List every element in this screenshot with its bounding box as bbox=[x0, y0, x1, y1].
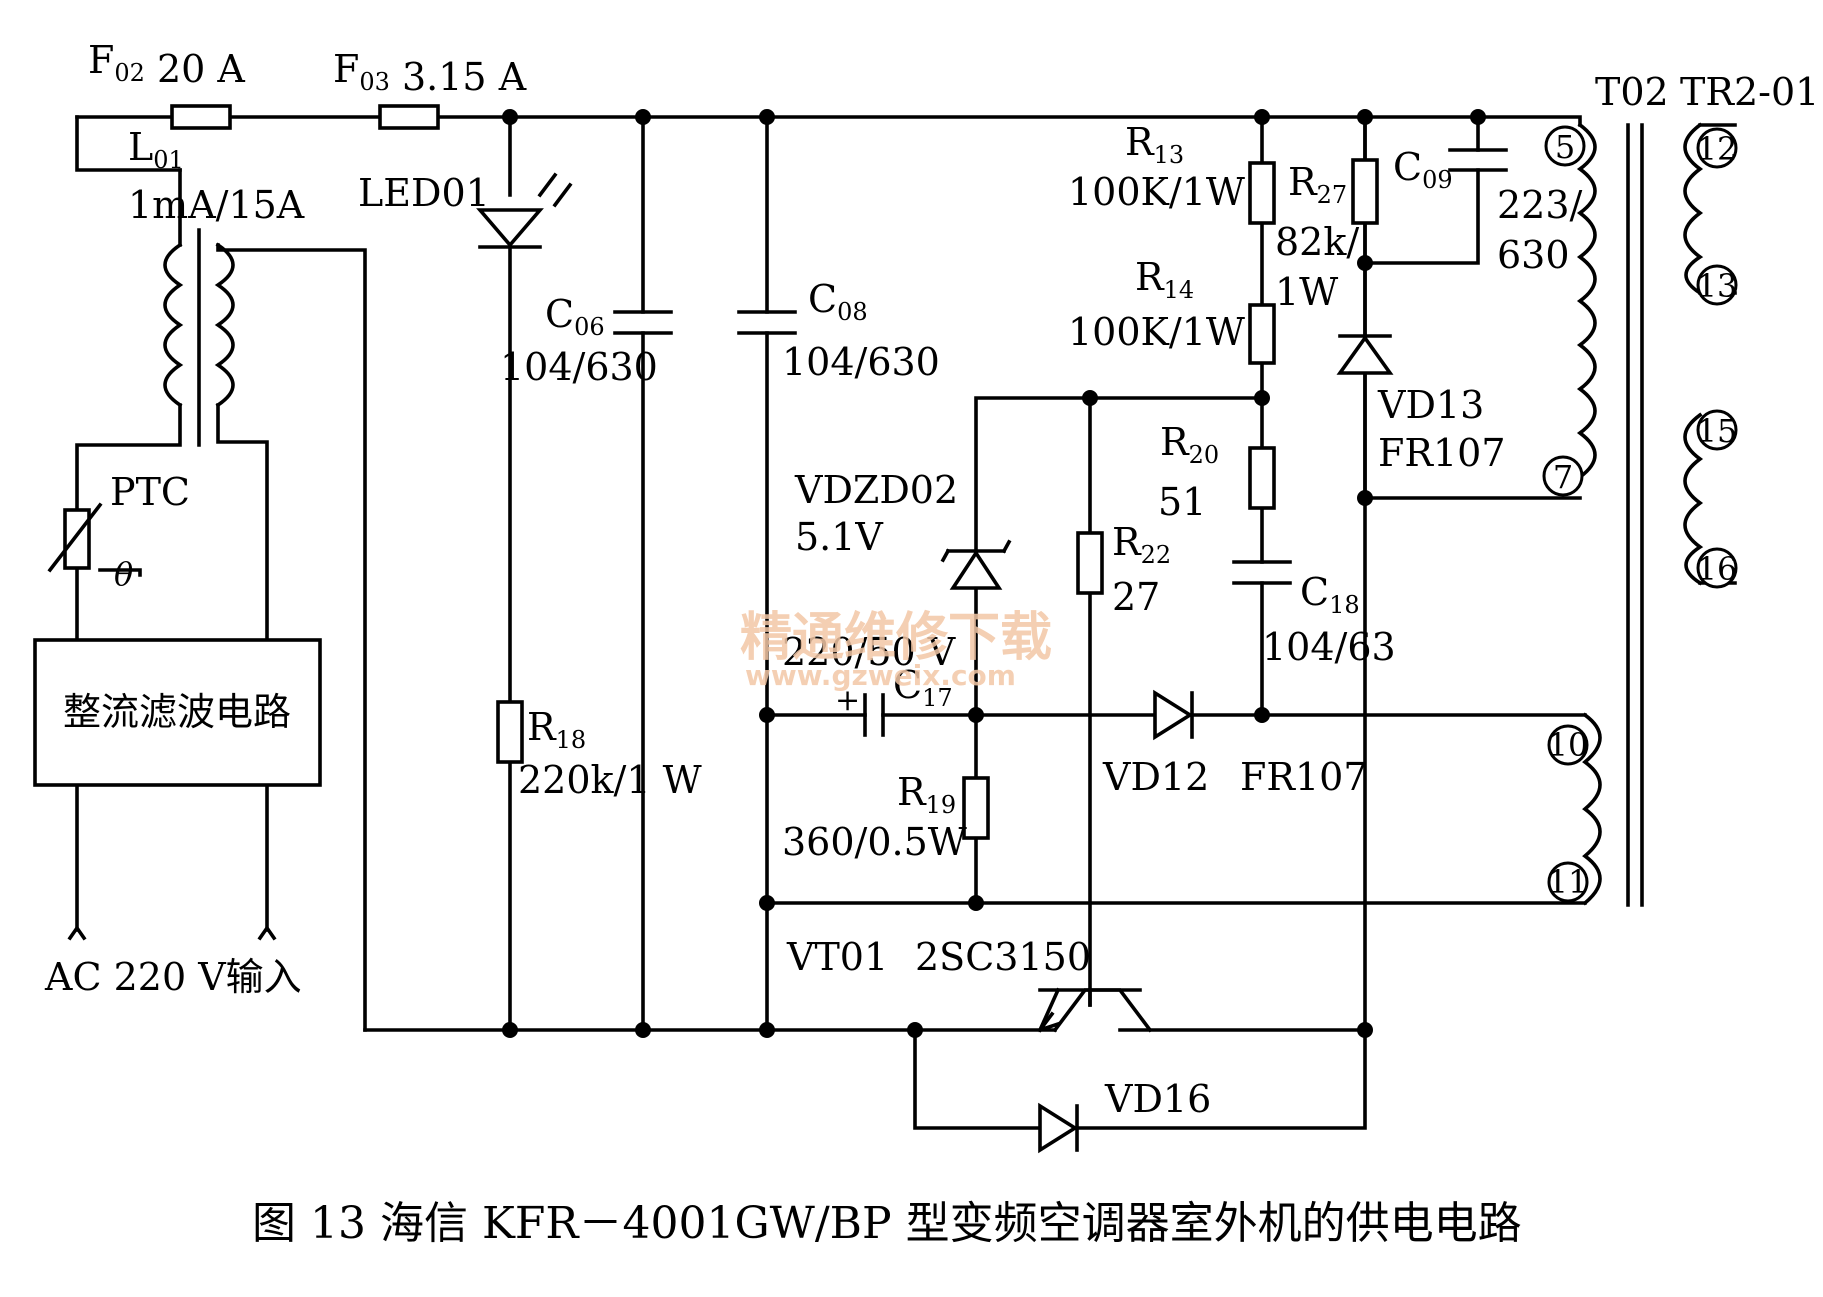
label-f03: F03 bbox=[333, 47, 390, 96]
watermark-text: 精通维修下载 bbox=[740, 608, 1052, 668]
resistor-r13 bbox=[1248, 161, 1276, 225]
label-vdzd02: VDZD02 bbox=[794, 468, 958, 512]
transformer-pins: 5 7 10 11 12 13 15 16 bbox=[1542, 125, 1738, 903]
label-vd13-value: FR107 bbox=[1378, 431, 1506, 475]
inductor-l01 bbox=[163, 228, 235, 447]
svg-text:5: 5 bbox=[1555, 128, 1575, 166]
label-r27-power: 1W bbox=[1275, 270, 1338, 314]
label-c09-voltage: 630 bbox=[1497, 233, 1570, 277]
label-c18-value: 104/63 bbox=[1262, 625, 1396, 669]
pin-13: 13 bbox=[1696, 264, 1738, 306]
led-led01 bbox=[476, 172, 573, 249]
label-led01: LED01 bbox=[358, 171, 490, 215]
label-r18: R18 bbox=[527, 705, 586, 754]
label-vdzd02-value: 5.1V bbox=[795, 515, 883, 559]
watermark-url: www.gzweix.com bbox=[745, 659, 1016, 692]
label-r20: R20 bbox=[1160, 420, 1219, 469]
label-l01: L01 bbox=[128, 125, 184, 174]
label-r19-value: 360/0.5W bbox=[782, 820, 967, 864]
label-c09-value: 223/ bbox=[1497, 183, 1583, 227]
label-f02: F02 bbox=[88, 38, 145, 87]
label-rectifier: 整流滤波电路 bbox=[63, 690, 291, 734]
fuse-f03 bbox=[378, 104, 440, 130]
pin-11: 11 bbox=[1547, 861, 1589, 903]
label-r22: R22 bbox=[1112, 520, 1171, 569]
resistor-r14 bbox=[1248, 303, 1276, 365]
capacitor-c08 bbox=[737, 310, 797, 335]
resistor-r19 bbox=[962, 776, 990, 840]
label-vd12-value: FR107 bbox=[1240, 755, 1368, 799]
capacitor-c06 bbox=[613, 310, 673, 335]
transistor-vt01 bbox=[1037, 987, 1142, 1033]
resistor-r20 bbox=[1248, 446, 1276, 510]
pin-5: 5 bbox=[1544, 125, 1586, 167]
label-r14-value: 100K/1W bbox=[1068, 310, 1245, 354]
label-vd12: VD12 bbox=[1102, 755, 1209, 799]
label-vd16: VD16 bbox=[1104, 1077, 1211, 1121]
label-t02-value: TR2-01 bbox=[1680, 70, 1819, 114]
label-f02-value: 20 A bbox=[157, 47, 245, 91]
junctions bbox=[502, 109, 1486, 1038]
label-ac-input: AC 220 V输入 bbox=[44, 955, 302, 999]
svg-text:15: 15 bbox=[1697, 412, 1738, 450]
svg-text:10: 10 bbox=[1548, 726, 1589, 764]
label-ptc-theta: θ bbox=[114, 555, 133, 593]
label-c08: C08 bbox=[808, 277, 868, 326]
label-ptc: PTC bbox=[110, 470, 190, 514]
fuse-f02 bbox=[170, 104, 232, 130]
capacitor-c17 bbox=[863, 693, 885, 737]
label-c17-value: 220/50 V bbox=[782, 630, 956, 674]
label-r14: R14 bbox=[1135, 255, 1194, 304]
svg-text:16: 16 bbox=[1697, 550, 1738, 588]
label-c17: C17 bbox=[893, 663, 953, 712]
pin-16: 16 bbox=[1696, 547, 1738, 589]
pin-15: 15 bbox=[1696, 409, 1738, 451]
label-c06: C06 bbox=[545, 292, 605, 341]
svg-text:7: 7 bbox=[1553, 458, 1573, 496]
label-r13: R13 bbox=[1125, 120, 1184, 169]
label-c18: C18 bbox=[1300, 570, 1360, 619]
label-r13-value: 100K/1W bbox=[1068, 170, 1245, 214]
label-f03-value: 3.15 A bbox=[402, 55, 527, 99]
svg-text:12: 12 bbox=[1697, 130, 1738, 168]
label-c08-value: 104/630 bbox=[782, 340, 940, 384]
label-c06-value: 104/630 bbox=[500, 345, 658, 389]
label-r18-value: 220k/1 W bbox=[518, 758, 702, 802]
label-l01-value: 1mA/15A bbox=[128, 183, 305, 227]
capacitor-c09 bbox=[1448, 148, 1508, 172]
pin-10: 10 bbox=[1547, 724, 1589, 766]
label-vt01-value: 2SC3150 bbox=[915, 935, 1091, 979]
resistor-r22 bbox=[1076, 531, 1104, 595]
zener-vdzd02 bbox=[940, 539, 1012, 590]
svg-text:11: 11 bbox=[1548, 863, 1589, 901]
label-r27-value: 82k/ bbox=[1275, 220, 1359, 264]
pin-7: 7 bbox=[1542, 455, 1584, 497]
ac-input-terminals bbox=[67, 924, 277, 941]
label-c09: C09 bbox=[1393, 145, 1453, 194]
label-vt01: VT01 bbox=[786, 935, 888, 979]
label-t02: T02 bbox=[1595, 70, 1669, 114]
pin-12: 12 bbox=[1696, 127, 1738, 169]
diode-vd16 bbox=[1038, 1102, 1079, 1154]
rectifier-box bbox=[33, 638, 322, 787]
label-c17-plus: + bbox=[835, 683, 860, 718]
diode-vd12 bbox=[1153, 689, 1194, 741]
resistor-r18 bbox=[496, 700, 524, 764]
ptc-thermistor bbox=[47, 502, 142, 577]
capacitor-c18 bbox=[1232, 560, 1292, 585]
label-r19: R19 bbox=[897, 770, 956, 819]
label-r27: R27 bbox=[1288, 160, 1347, 209]
label-r20-value: 51 bbox=[1158, 480, 1206, 524]
svg-text:13: 13 bbox=[1697, 267, 1738, 305]
diode-vd13 bbox=[1336, 334, 1394, 375]
figure-caption: 图 13 海信 KFR－4001GW/BP 型变频空调器室外机的供电电路 bbox=[252, 1198, 1522, 1249]
component-labels: F02 20 A F03 3.15 A L01 1mA/15A LED01 PT… bbox=[44, 38, 1819, 1121]
resistor-r27 bbox=[1351, 158, 1379, 225]
label-r22-value: 27 bbox=[1112, 575, 1160, 619]
watermark: 精通维修下载 www.gzweix.com bbox=[740, 608, 1052, 692]
label-vd13: VD13 bbox=[1377, 383, 1484, 427]
